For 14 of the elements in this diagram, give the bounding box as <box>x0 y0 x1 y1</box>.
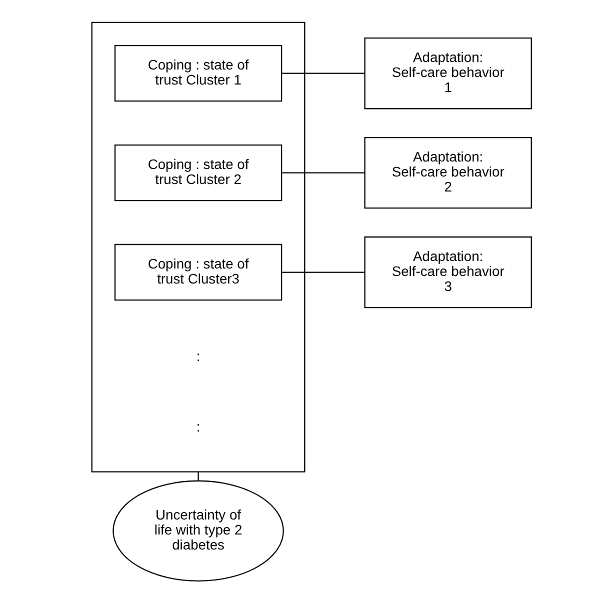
node-box: Coping : state of trust Cluster 1 <box>114 45 282 102</box>
node-box: Coping : state of trust Cluster3 <box>114 244 282 301</box>
node-ellipse: Uncertainty of life with type 2 diabetes <box>112 480 284 582</box>
cluster <box>91 22 306 472</box>
node-box: Adaptation: Self-care behavior 3 <box>364 236 532 308</box>
node-box: Coping : state of trust Cluster 2 <box>114 144 282 202</box>
connector <box>282 72 365 74</box>
node-box: Adaptation: Self-care behavior 1 <box>364 37 532 110</box>
connector <box>198 472 199 481</box>
label: : <box>196 348 200 364</box>
label: : <box>196 418 200 434</box>
connector <box>282 172 365 174</box>
node-box: Adaptation: Self-care behavior 2 <box>364 136 532 209</box>
connector <box>282 272 365 273</box>
